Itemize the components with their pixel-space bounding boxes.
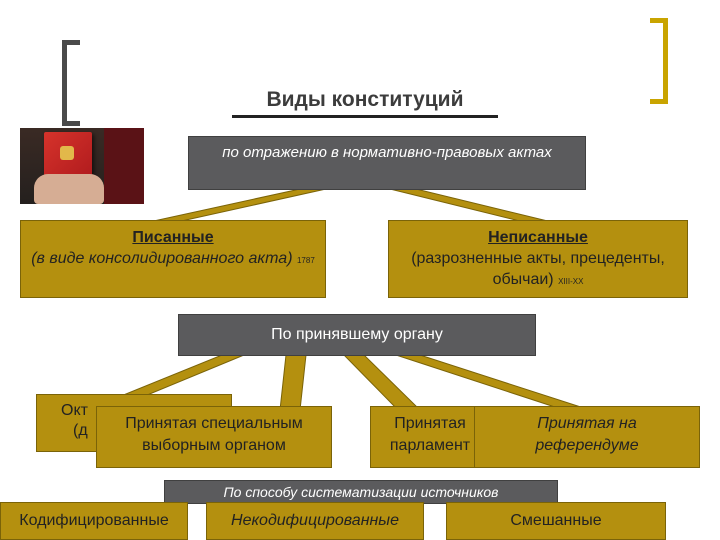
parliament-box: Принятая парламент xyxy=(370,406,490,468)
criterion-by-reflection: по отражению в нормативно-правовых актах xyxy=(188,136,586,190)
parliament-line1: Принятая xyxy=(394,415,466,432)
arrow-to-parliament xyxy=(342,354,422,411)
mixed-box: Смешанные xyxy=(446,502,666,540)
referendum-box: Принятая на референдуме xyxy=(474,406,700,468)
arrow-to-special xyxy=(279,354,307,411)
slide-title: Виды конституций xyxy=(232,84,498,118)
unwritten-constitution-box: Неписанные (разрозненные акты, прецедент… xyxy=(388,220,688,298)
written-description: (в виде консолидированного акта) xyxy=(31,250,293,267)
arrow-to-unwritten xyxy=(389,188,561,225)
unwritten-description: (разрозненные акты, прецеденты, обычаи) xyxy=(411,250,665,288)
emblem-icon xyxy=(60,146,74,160)
special-body-line1: Принятая специальным xyxy=(125,415,303,432)
parliament-line2: парламент xyxy=(389,437,471,454)
right-bracket-decoration xyxy=(650,18,668,104)
referendum-line1: Принятая на xyxy=(537,415,637,432)
octroyed-line2: (д xyxy=(73,422,88,439)
unwritten-period: XIII-XX xyxy=(558,277,584,286)
written-heading: Писанные xyxy=(132,229,214,246)
hand-shape xyxy=(34,174,104,204)
referendum-line2: референдуме xyxy=(535,437,639,454)
noncodified-box: Некодифицированные xyxy=(206,502,424,540)
special-body-box: Принятая специальным выборным органом xyxy=(96,406,332,468)
arrow-to-written xyxy=(139,188,327,225)
unwritten-heading: Неписанные xyxy=(488,229,588,246)
left-bracket-decoration xyxy=(62,40,80,126)
special-body-line2: выборным органом xyxy=(142,437,286,454)
constitution-book-photo xyxy=(20,128,144,204)
codified-box: Кодифицированные xyxy=(0,502,188,540)
arrow-to-referendum xyxy=(395,354,591,411)
written-constitution-box: Писанные (в виде консолидированного акта… xyxy=(20,220,326,298)
background-cloth xyxy=(104,128,144,204)
arrow-to-octroyed xyxy=(115,354,245,399)
criterion-by-systematization: По способу систематизации источников xyxy=(164,480,558,504)
octroyed-line1: Окт xyxy=(61,402,88,419)
criterion-by-organ: По принявшему органу xyxy=(178,314,536,356)
written-year: 1787 xyxy=(296,256,315,265)
